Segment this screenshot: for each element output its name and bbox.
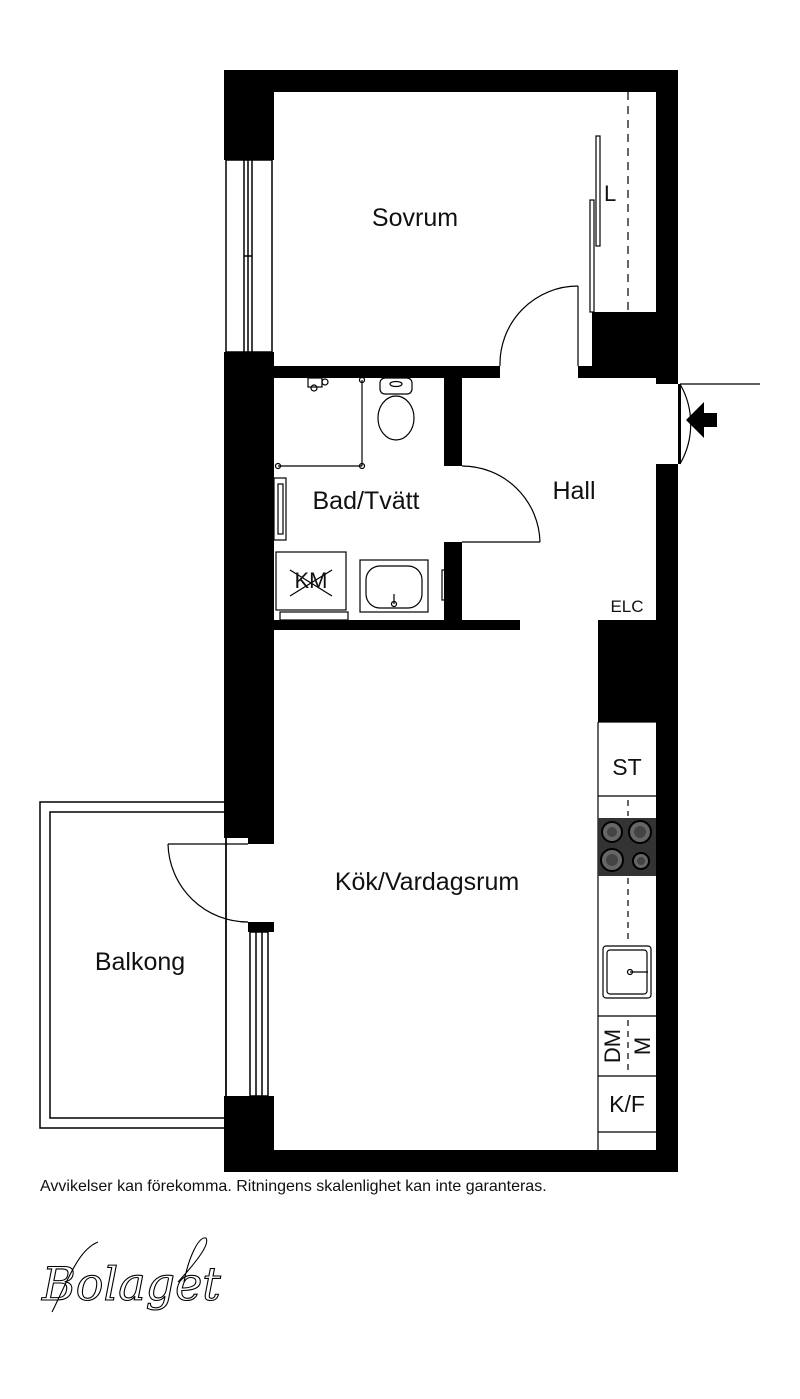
bathroom-cabinet [273,477,287,541]
logo-text: Bolaget [41,1257,221,1311]
microwave-label: M [630,1037,655,1055]
washer-label: KM [295,568,328,593]
balcony [39,801,227,1129]
entrance-arrow-icon [686,402,717,438]
bolaget-logo: Bolaget [40,1237,222,1313]
balcony-door [167,843,249,923]
disclaimer-text: Avvikelser kan förekomma. Ritningens ska… [40,1178,547,1195]
exterior-walls [224,70,678,1172]
bedroom-window [225,159,273,353]
stove [598,818,656,876]
dishwasher-label: DM [600,1029,625,1063]
bedroom-door [499,285,579,367]
washing-machine [275,551,349,621]
wardrobe-label: L [604,181,616,206]
toilet [377,377,415,441]
washbasin [359,559,453,613]
room-label-bad: Bad/Tvätt [313,487,420,515]
elc-label: ELC [610,597,643,616]
room-label-sovrum: Sovrum [372,204,458,232]
room-label-hall: Hall [552,477,595,505]
storage-label: ST [612,754,641,780]
elc-cabinet [607,621,657,629]
living-window [249,931,269,1097]
entrance-door [678,383,760,465]
fridge-freezer-label: K/F [609,1091,645,1117]
room-label-kok: Kök/Vardagsrum [335,868,519,896]
wardrobe [589,92,629,313]
shower [274,376,366,470]
room-label-balkong: Balkong [95,948,185,976]
kitchen-counter [597,721,656,1150]
bathroom-door [461,465,541,543]
interior-walls [274,312,656,722]
kitchen-sink [602,945,652,999]
